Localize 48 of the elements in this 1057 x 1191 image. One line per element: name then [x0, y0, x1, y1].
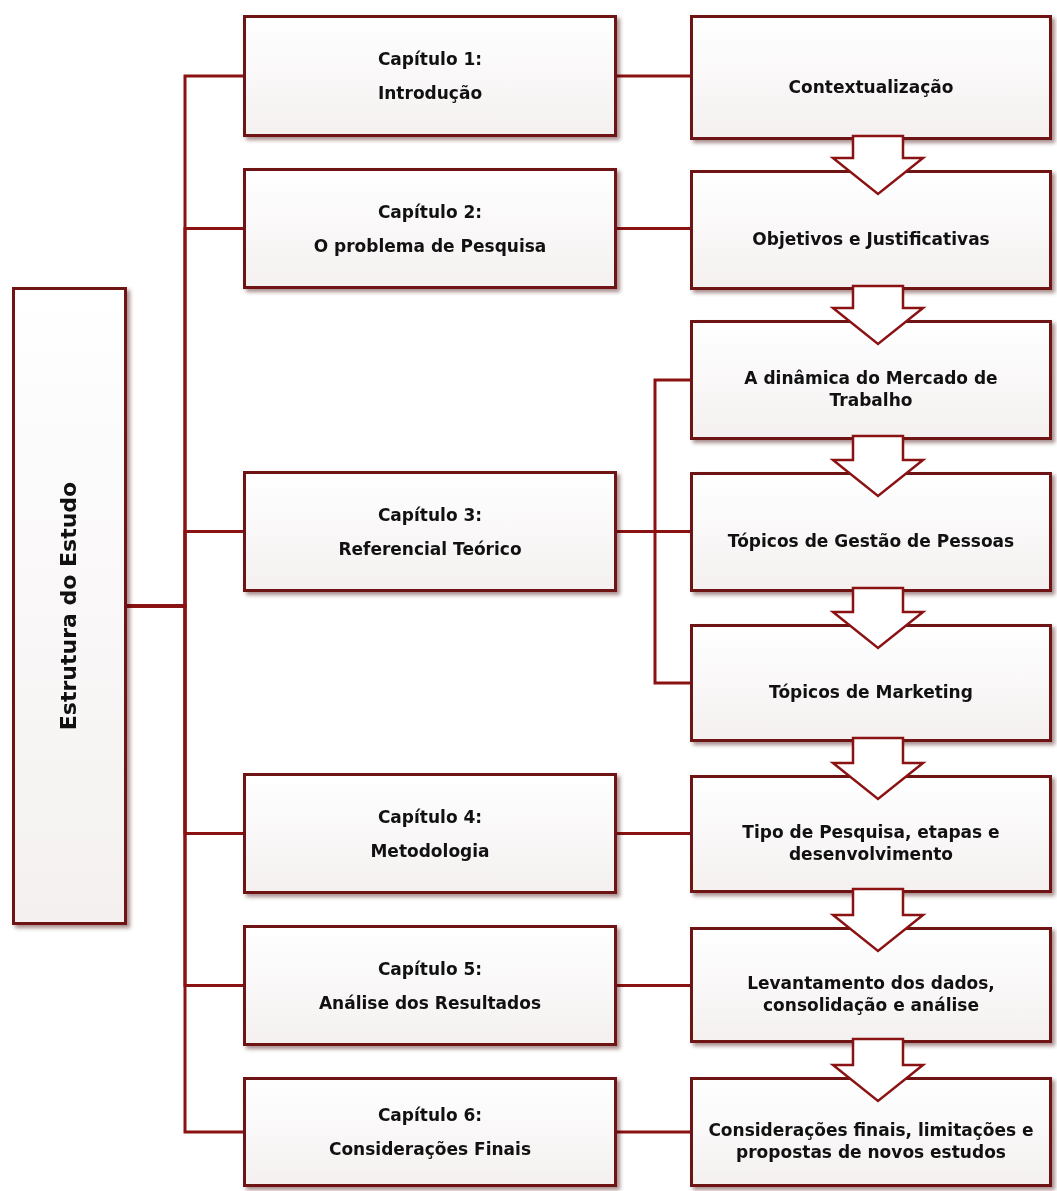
block-arrow	[829, 586, 927, 650]
block-arrow	[829, 284, 927, 346]
topic-box	[690, 472, 1052, 592]
topic-box	[690, 927, 1052, 1043]
topic-text: Objetivos e Justificativas	[752, 228, 990, 250]
block-arrow	[829, 134, 927, 196]
chapter-title: Metodologia	[370, 839, 490, 862]
topic-text: Tópicos de Marketing	[769, 681, 973, 703]
chapter-box	[243, 1077, 617, 1187]
chapter-number: Capítulo 1:	[377, 48, 483, 70]
chapter-number: Capítulo 2:	[377, 200, 483, 223]
chapter-number: Capítulo 4:	[377, 805, 483, 828]
block-arrow	[829, 887, 927, 953]
connector-line	[617, 984, 690, 987]
chapter-number: Capítulo 5:	[377, 957, 483, 980]
topic-text: Tópicos de Gestão de Pessoas	[727, 530, 1015, 552]
topic-text: A dinâmica do Mercado de Trabalho	[743, 367, 999, 411]
topic-box	[690, 15, 1052, 140]
topic-box	[690, 624, 1052, 742]
chapter-title: Introdução	[377, 82, 483, 104]
connector-line	[617, 832, 690, 835]
topic-box	[690, 170, 1052, 290]
chapter-title: O problema de Pesquisa	[313, 234, 547, 257]
topic-text: Tipo de Pesquisa, etapas e desenvolvimento	[741, 821, 1001, 865]
block-arrow	[829, 1037, 927, 1103]
chapter-box	[243, 15, 617, 137]
chapter-box	[243, 168, 617, 289]
block-arrow	[829, 434, 927, 498]
chapter-number: Capítulo 6:	[377, 1104, 483, 1126]
chapter-box	[243, 925, 617, 1046]
vertical-title: Estrutura do Estudo	[58, 481, 81, 731]
title-box	[12, 287, 127, 925]
chapter-box	[243, 773, 617, 894]
topic-box	[690, 320, 1052, 440]
topic-box	[690, 775, 1052, 893]
topic-text: Considerações finais, limitações e propostas de novos estudos	[707, 1119, 1035, 1163]
chapter-title: Análise dos Resultados	[318, 991, 542, 1014]
chapter-number: Capítulo 3:	[377, 503, 483, 526]
connector-line	[617, 74, 690, 78]
block-arrow	[829, 736, 927, 801]
topic-box	[690, 1077, 1052, 1187]
chapter-title: Considerações Finais	[328, 1138, 531, 1160]
connector-line	[617, 1130, 690, 1134]
topic-text: Levantamento dos dados, consolidação e análise	[746, 972, 996, 1016]
topic-text: Contextualização	[788, 75, 954, 98]
chapter-title: Referencial Teórico	[338, 537, 522, 560]
connector-line	[617, 227, 690, 230]
chapter-box	[243, 471, 617, 592]
